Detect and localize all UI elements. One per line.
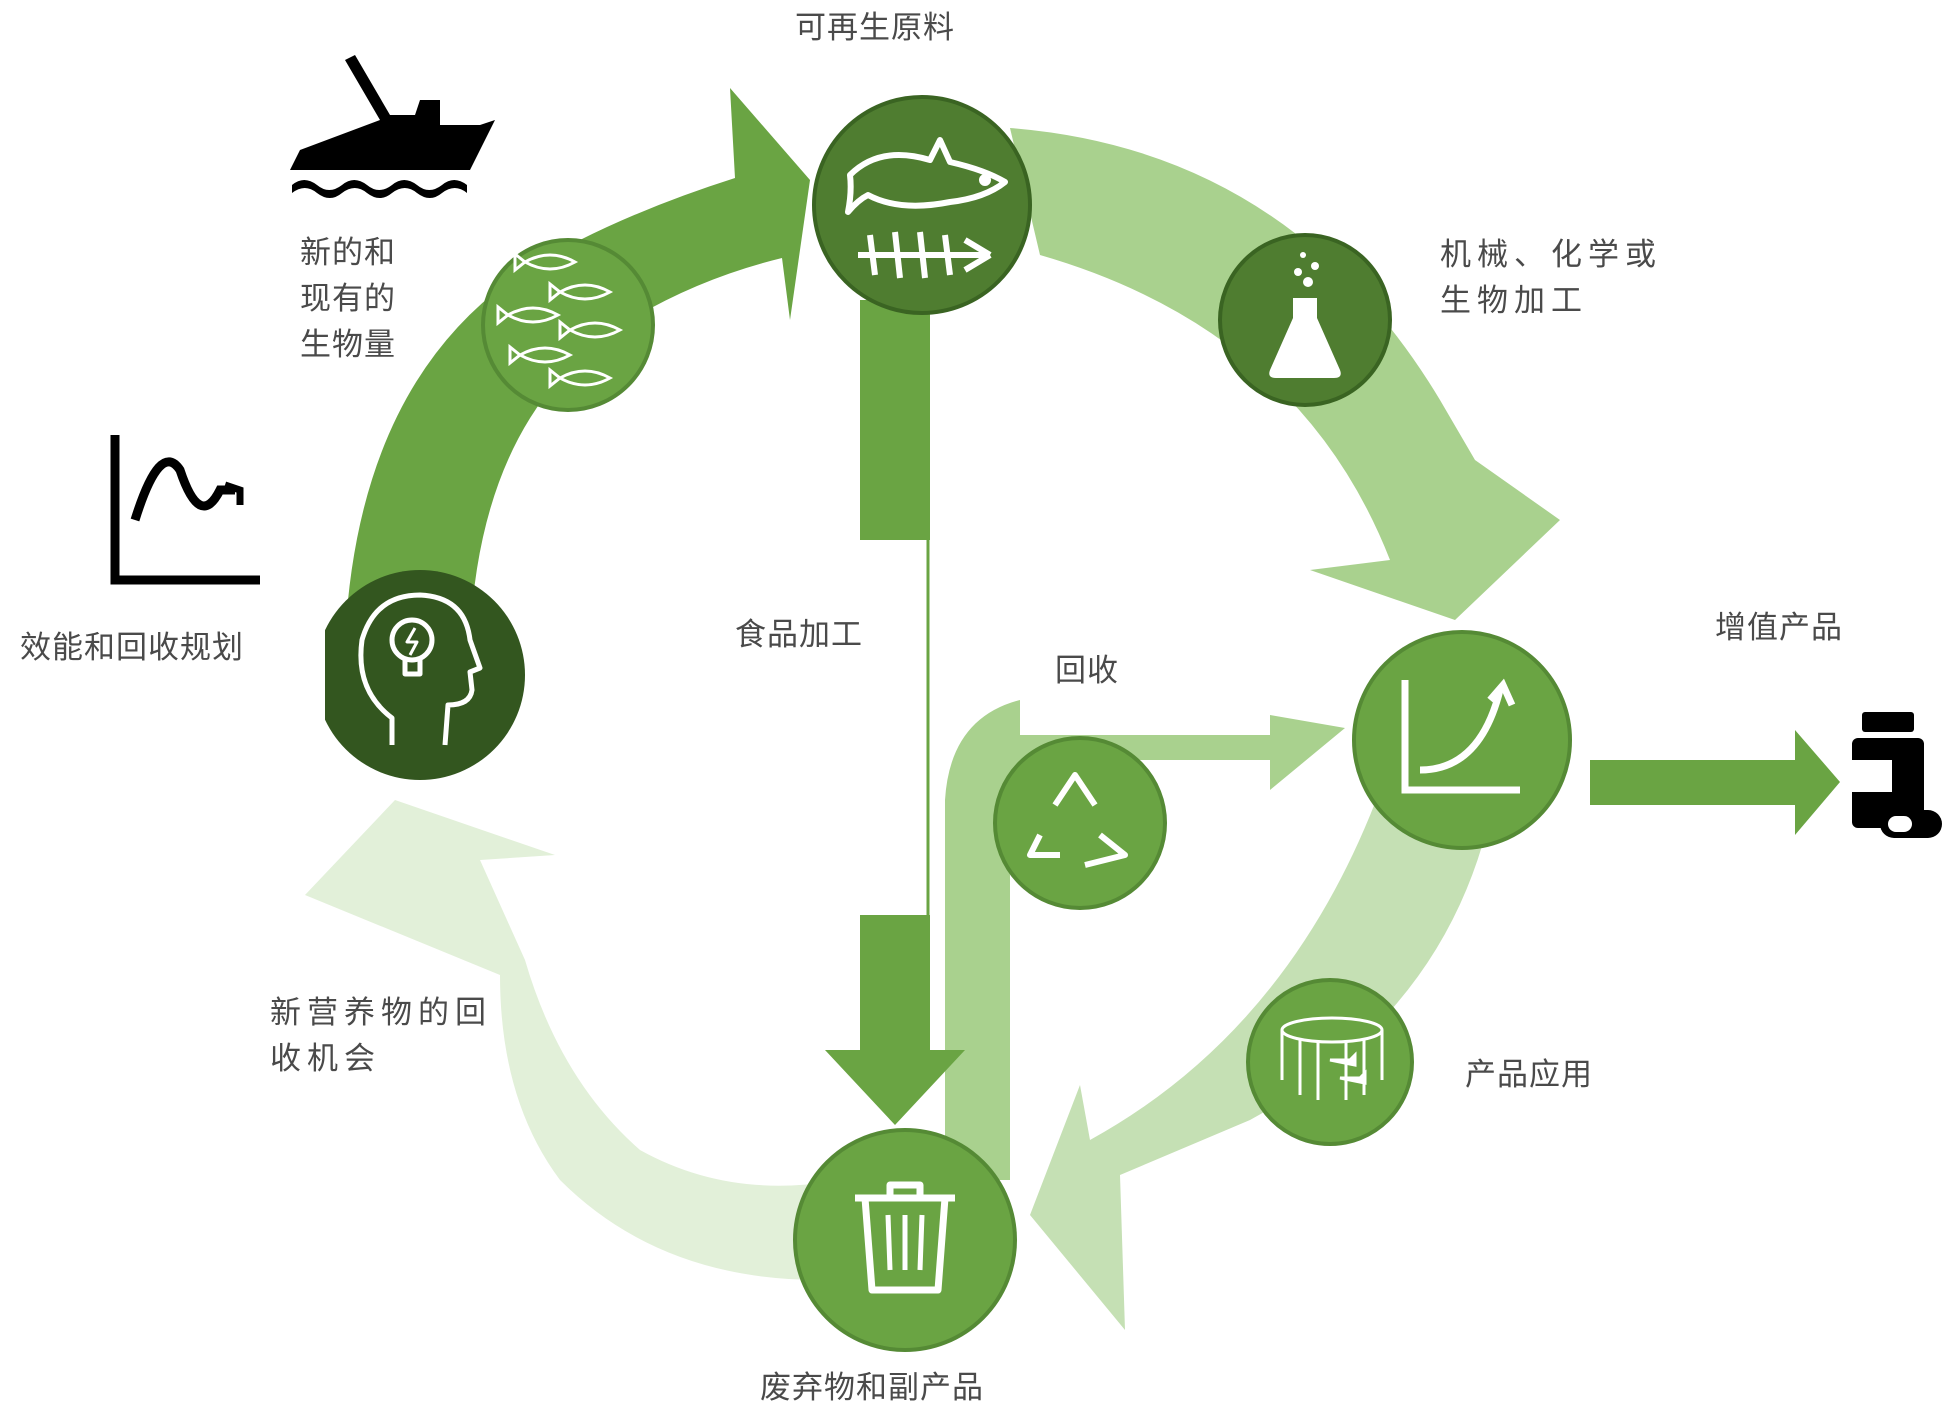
node-processing (1218, 233, 1392, 407)
head-lightbulb-icon (358, 592, 483, 746)
fishing-boat-icon (290, 55, 495, 198)
recycle-icon (1027, 772, 1128, 868)
aquaculture-cage-icon (1280, 1016, 1384, 1100)
arrow-waste-to-planning (305, 800, 840, 1280)
node-planning (300, 570, 525, 780)
food-processing-bar-top (860, 300, 930, 540)
label-product-application: 产品应用 (1465, 1057, 1593, 1093)
label-recycling: 回收 (1055, 653, 1119, 689)
arrow-recycling (945, 700, 1345, 1180)
fish-and-bones-icon (845, 137, 1008, 279)
fish-school-icon (496, 250, 624, 390)
arrow-biomass-to-raw (345, 88, 810, 640)
label-planning: 效能和回收规划 (20, 630, 244, 666)
node-product-application (1246, 978, 1414, 1146)
node-value-added (1352, 630, 1572, 850)
label-food-processing: 食品加工 (735, 617, 863, 653)
trash-can-icon (855, 1181, 955, 1294)
label-value-added: 增值产品 (1715, 610, 1843, 646)
medicine-bottle-icon (1852, 712, 1942, 838)
label-processing: 机械、化学或 生物加工 (1440, 237, 1662, 319)
curve-chart-icon (1401, 678, 1520, 794)
arrow-food-processing-down (825, 915, 965, 1125)
label-waste: 废弃物和副产品 (760, 1370, 984, 1406)
flask-icon (1269, 252, 1341, 378)
label-raw-materials: 可再生原料 (795, 10, 955, 46)
label-biomass: 新的和 现有的 生物量 (300, 235, 396, 363)
label-nutrient-recovery: 新营养物的回 收机会 (270, 995, 492, 1077)
arrow-value-added (1590, 730, 1840, 835)
node-waste (793, 1128, 1017, 1352)
node-biomass (481, 238, 655, 412)
performance-curve-icon (110, 435, 260, 585)
node-recycling (993, 736, 1167, 910)
node-raw-materials (812, 95, 1032, 315)
